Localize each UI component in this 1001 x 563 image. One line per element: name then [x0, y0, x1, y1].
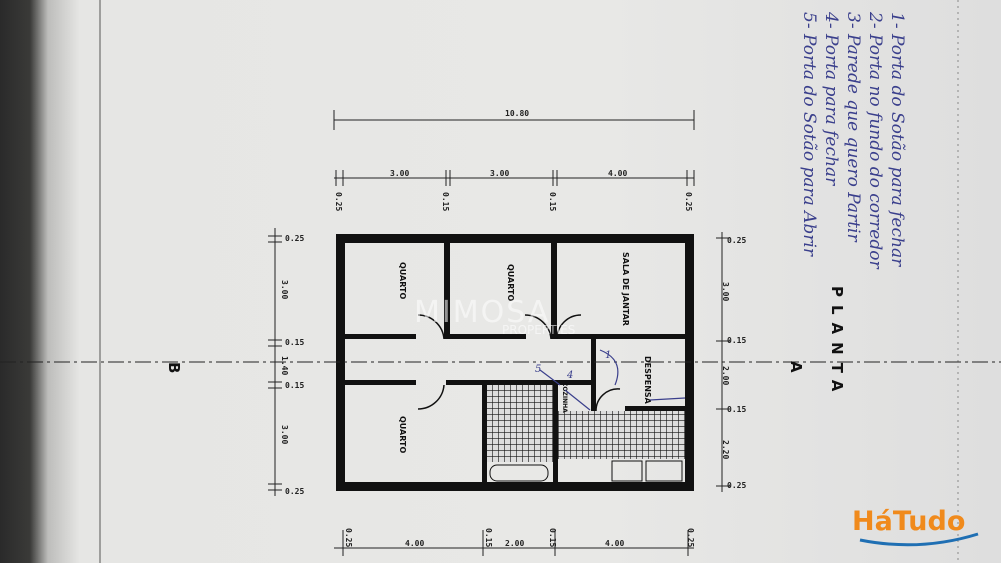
dim-label: 0.15: [548, 528, 557, 547]
dim-label: 0.25: [727, 481, 746, 490]
dim-label: 0.25: [285, 234, 304, 243]
section-marker-b: B: [165, 362, 183, 381]
bathroom-tiles: [487, 385, 553, 462]
mimosa-watermark: MIMOSA: [414, 295, 550, 330]
hatudo-logo-swoosh: [859, 532, 979, 547]
room-label-cozinha: COZINHA: [561, 382, 568, 413]
dim-label: 2.20: [721, 440, 730, 459]
kitchen-tiles: [558, 411, 685, 459]
dim-label: 3.00: [490, 169, 509, 178]
mimosa-watermark-sub: PROPERTIES: [502, 323, 575, 337]
section-marker-a: A: [787, 361, 805, 381]
room-label-quarto: QUARTO: [398, 416, 407, 454]
note-line: 2- Porta no fundo do corredor: [865, 11, 885, 269]
dim-label: 3.00: [280, 280, 289, 299]
dim-label: 0.25: [344, 528, 353, 547]
overall-dimension-label: 10.80: [505, 109, 529, 118]
note-line: 1- Porta do Sotão para fechar: [887, 12, 907, 267]
dim-label: 0.25: [285, 487, 304, 496]
annotation-mark: 4: [566, 370, 573, 381]
dim-label: 0.15: [727, 336, 746, 345]
dim-label: 0.25: [686, 528, 695, 547]
plan-title: PLANTA: [828, 286, 846, 399]
annotation-mark: 5: [535, 364, 541, 375]
dim-label: 4.00: [405, 539, 424, 548]
dim-label: 0.15: [548, 192, 557, 211]
room-label-despensa: DESPENSA: [643, 356, 652, 405]
top-dimensions: 3.00 3.00 4.00 0.25 0.15 0.15 0.25: [334, 169, 695, 211]
dim-label: 4.00: [608, 169, 627, 178]
dim-label: 0.15: [484, 528, 493, 547]
stove: [611, 460, 643, 482]
pen-annotations: [539, 349, 686, 411]
dim-label: 2.00: [505, 539, 524, 548]
dim-label: 0.25: [334, 192, 343, 211]
dim-label: 0.25: [684, 192, 693, 211]
dim-label: 3.00: [721, 282, 730, 301]
dim-label: 3.00: [390, 169, 409, 178]
room-label-quarto: QUARTO: [506, 264, 515, 302]
dim-label: 0.15: [285, 338, 304, 347]
dim-label: 1.40: [280, 356, 289, 375]
hatudo-logo: HáTudo: [852, 506, 965, 537]
dim-label: 0.15: [285, 381, 304, 390]
bottom-dimensions: 0.25 4.00 0.15 2.00 0.15 4.00 0.25: [334, 528, 695, 556]
sink: [645, 460, 683, 482]
annotation-mark: 1: [605, 350, 611, 361]
dim-label: 0.15: [727, 405, 746, 414]
bathtub: [489, 464, 549, 482]
room-label-quarto: QUARTO: [398, 262, 407, 300]
note-line: 5- Porta do Sotão para Abrir: [799, 12, 819, 257]
dim-label: 3.00: [280, 425, 289, 444]
handwritten-notes: 1- Porta do Sotão para fechar 2- Porta n…: [799, 11, 907, 269]
dim-label: 4.00: [605, 539, 624, 548]
door-swings: [417, 314, 621, 412]
dim-label: 0.15: [441, 192, 450, 211]
dim-label: 2.00: [721, 366, 730, 385]
overall-dimension: 10.80: [333, 109, 695, 130]
note-line: 4- Porta para fechar: [821, 11, 841, 186]
dim-label: 0.25: [727, 236, 746, 245]
note-line: 3- Parede que quero Partir: [843, 12, 863, 242]
room-label-sala-de-jantar: SALA DE JANTAR: [621, 252, 630, 326]
